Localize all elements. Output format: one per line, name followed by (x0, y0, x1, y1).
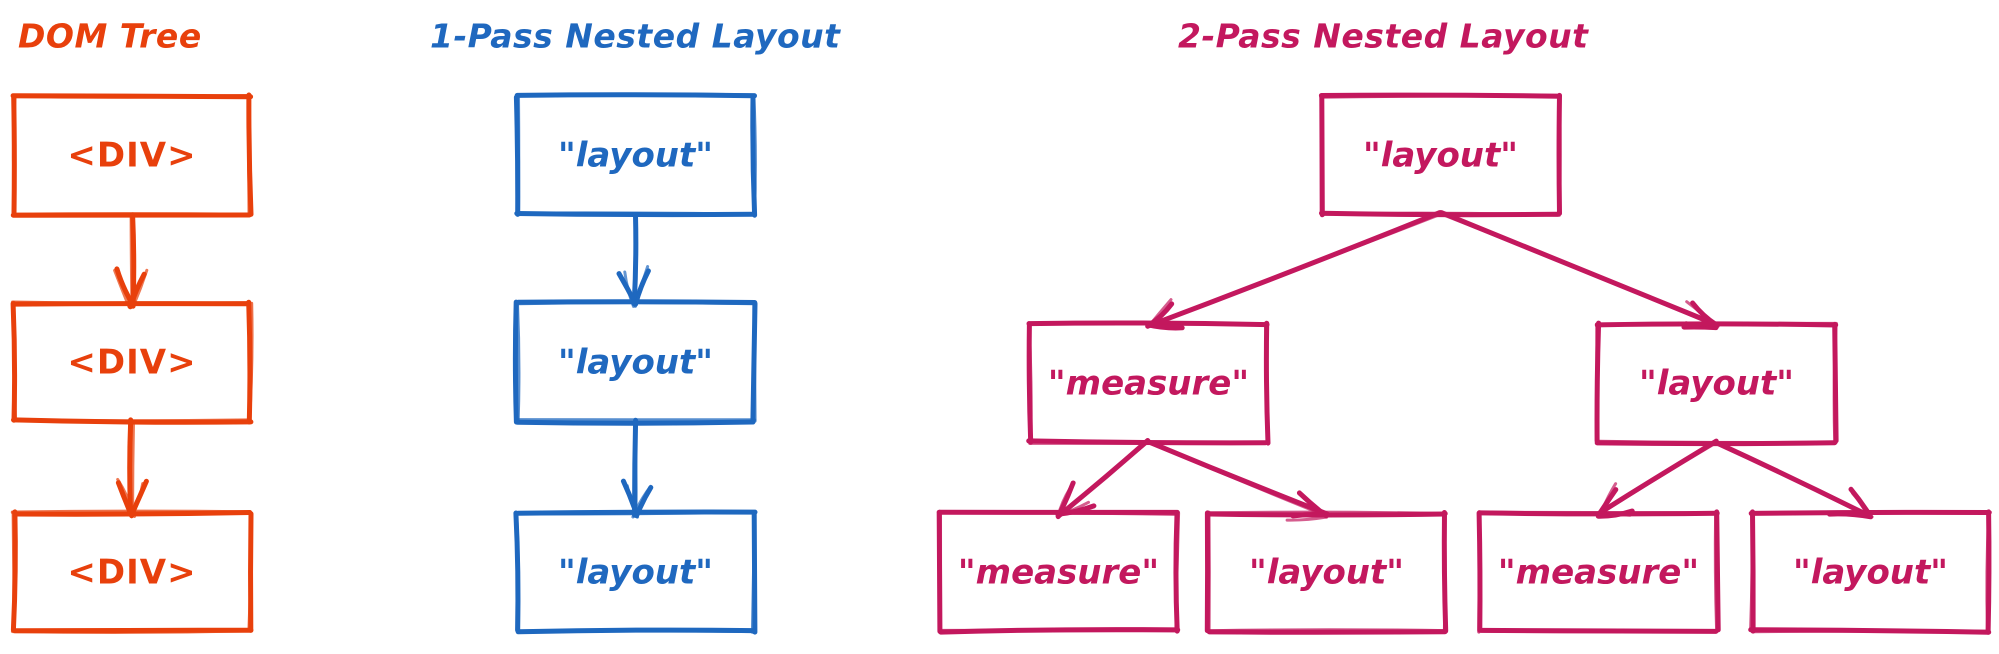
node-box-two-leaf-1 (936, 509, 1181, 635)
node-box-one-node-2 (512, 299, 758, 426)
node-label-two-leaf-4: "layout" (1793, 553, 1948, 593)
edge-one-edge-2 (620, 417, 654, 519)
node-two-mid-right[interactable]: "layout" (1594, 320, 1839, 447)
edge-dom-edge-2 (115, 417, 149, 519)
edge-dom-edge-1 (113, 212, 149, 310)
node-label-dom-node-2: <DIV> (67, 343, 196, 383)
node-box-two-mid-right (1594, 320, 1839, 447)
node-box-two-root (1318, 92, 1562, 218)
node-box-two-leaf-2 (1204, 510, 1449, 635)
node-box-one-node-3 (513, 509, 758, 635)
node-box-two-mid-left (1026, 320, 1271, 446)
node-dom-node-3[interactable]: <DIV> (10, 509, 254, 634)
node-box-dom-node-3 (10, 509, 254, 634)
boxes-layer: <DIV> <DIV> <DIV> "layout" "layout" "layout" "… (10, 92, 1992, 635)
edge-two-edge-root-right (1438, 210, 1720, 331)
node-box-one-node-1 (513, 92, 758, 218)
node-label-two-leaf-1: "measure" (958, 553, 1159, 593)
node-dom-node-1[interactable]: <DIV> (10, 92, 254, 218)
node-two-mid-left[interactable]: "measure" (1026, 320, 1271, 446)
node-two-leaf-3[interactable]: "measure" (1476, 509, 1721, 634)
edge-two-edge-mr-l3 (1595, 438, 1719, 519)
node-two-leaf-1[interactable]: "measure" (936, 509, 1181, 635)
node-two-root[interactable]: "layout" (1318, 92, 1562, 218)
edge-two-edge-ml-l1 (1055, 438, 1151, 520)
node-label-two-leaf-2: "layout" (1249, 553, 1404, 593)
node-box-two-leaf-4 (1748, 509, 1992, 635)
node-label-two-leaf-3: "measure" (1498, 553, 1699, 593)
node-label-two-mid-right: "layout" (1639, 364, 1794, 404)
node-label-one-node-3: "layout" (558, 553, 713, 593)
node-one-node-2[interactable]: "layout" (512, 299, 758, 426)
node-two-leaf-2[interactable]: "layout" (1204, 510, 1449, 635)
node-box-dom-node-1 (10, 92, 254, 218)
edge-two-edge-root-left (1145, 210, 1444, 331)
edge-two-edge-ml-l2 (1145, 438, 1331, 522)
node-box-dom-node-2 (10, 299, 254, 425)
edge-two-edge-mr-l4 (1712, 439, 1874, 520)
node-label-one-node-1: "layout" (558, 136, 713, 176)
panel-title-two-pass-nested-layout: 2-Pass Nested Layout (1178, 17, 1589, 56)
node-label-two-mid-left: "measure" (1048, 364, 1249, 404)
node-one-node-3[interactable]: "layout" (513, 509, 758, 635)
node-label-two-root: "layout" (1363, 136, 1518, 176)
node-dom-node-2[interactable]: <DIV> (10, 299, 254, 425)
edges-layer (113, 210, 1874, 522)
node-box-two-leaf-3 (1476, 509, 1721, 634)
node-one-node-1[interactable]: "layout" (513, 92, 758, 218)
node-label-dom-node-1: <DIV> (67, 136, 196, 176)
panel-title-dom-tree: DOM Tree (18, 17, 202, 56)
node-label-dom-node-3: <DIV> (67, 553, 196, 593)
node-label-one-node-2: "layout" (558, 343, 713, 383)
titles-layer: DOM Tree 1-Pass Nested Layout 2-Pass Neste… (18, 17, 1589, 56)
edge-one-edge-1 (616, 212, 651, 308)
node-two-leaf-4[interactable]: "layout" (1748, 509, 1992, 635)
panel-title-one-pass-nested-layout: 1-Pass Nested Layout (430, 17, 841, 56)
